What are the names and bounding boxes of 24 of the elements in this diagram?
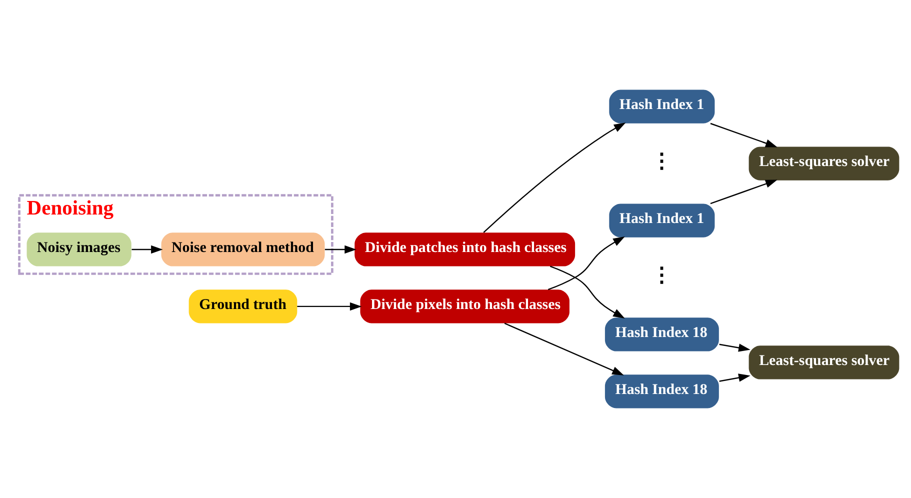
node-box: Noisy images xyxy=(26,232,132,266)
arrow xyxy=(719,374,750,382)
node-box: Divide pixels into hash classes xyxy=(360,290,570,324)
node-box: Hash Index 18 xyxy=(604,318,719,352)
node-box: Hash Index 1 xyxy=(609,90,715,124)
arrow xyxy=(719,344,750,352)
label: ⋮ xyxy=(652,150,673,173)
node-box: Least-squares solver xyxy=(748,146,900,180)
arrow xyxy=(548,236,625,290)
arrow xyxy=(504,322,624,376)
node-box: Noise removal method xyxy=(161,232,325,266)
arrow xyxy=(710,180,778,204)
label: ⋮ xyxy=(652,264,673,287)
node-box: Least-squares solver xyxy=(748,346,900,380)
node-box: Divide patches into hash classes xyxy=(354,232,576,266)
arrow xyxy=(550,266,625,319)
arrow xyxy=(324,245,356,254)
arrow xyxy=(710,122,778,148)
arrow xyxy=(483,122,626,233)
node-box: Ground truth xyxy=(188,290,298,324)
arrow xyxy=(132,245,163,254)
node-box: Hash Index 1 xyxy=(609,204,715,238)
arrow xyxy=(297,302,362,311)
node-box: Hash Index 18 xyxy=(604,374,719,408)
